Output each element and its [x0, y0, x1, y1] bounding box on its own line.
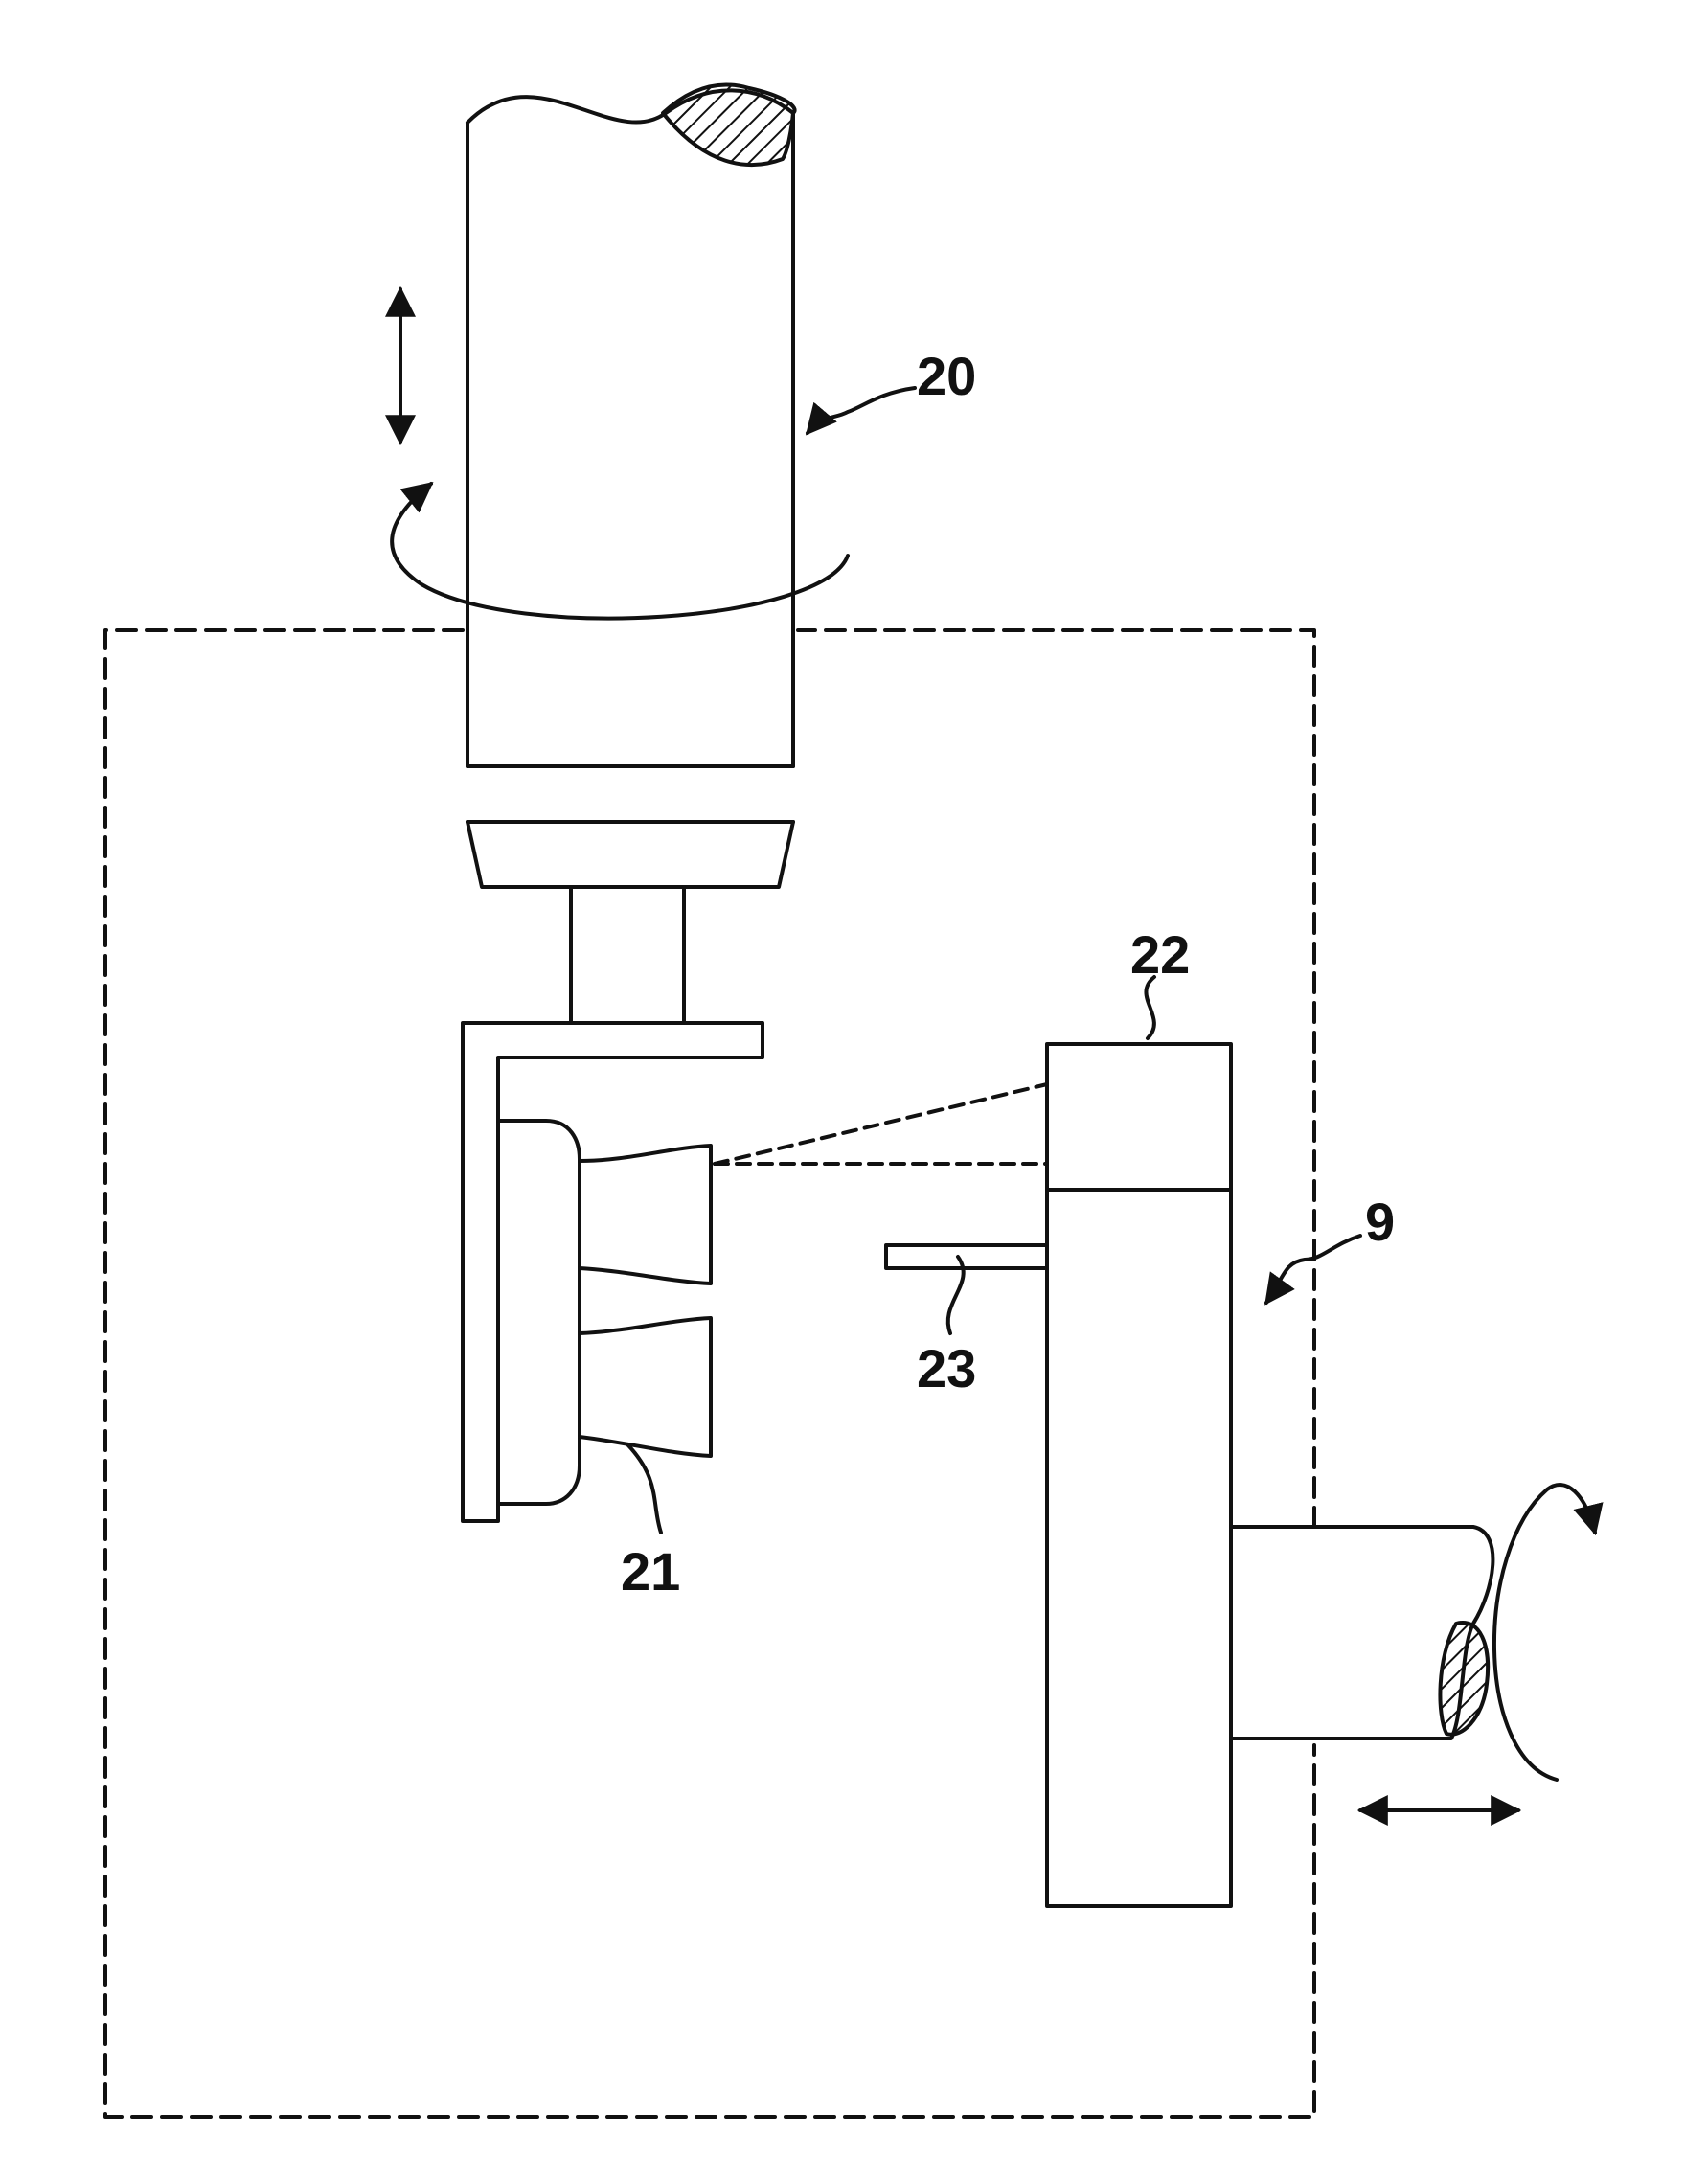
measurement-beam	[715, 1084, 1047, 1164]
device-body	[1047, 1190, 1231, 1906]
spindle-cross-section	[663, 84, 795, 165]
label-22: 22	[1130, 924, 1190, 985]
leader-20	[808, 388, 915, 433]
leader-22	[1146, 977, 1154, 1038]
shaft-rotation-arrow	[1494, 1485, 1595, 1780]
workpieces-21	[580, 1146, 711, 1456]
label-23: 23	[917, 1338, 976, 1398]
shaft-cross-section	[1440, 1623, 1488, 1735]
spindle-rotation-arrow	[392, 484, 848, 619]
label-21: 21	[621, 1541, 680, 1602]
horizontal-shaft	[1231, 1527, 1492, 1739]
leader-21	[627, 1444, 661, 1533]
carrier-plate	[498, 1121, 580, 1504]
sensor-head-22	[1047, 1044, 1231, 1190]
spindle-20	[467, 84, 795, 1023]
label-9: 9	[1365, 1192, 1395, 1252]
probe-23	[886, 1245, 1047, 1268]
measuring-device	[886, 1044, 1231, 1906]
label-20: 20	[917, 346, 976, 406]
